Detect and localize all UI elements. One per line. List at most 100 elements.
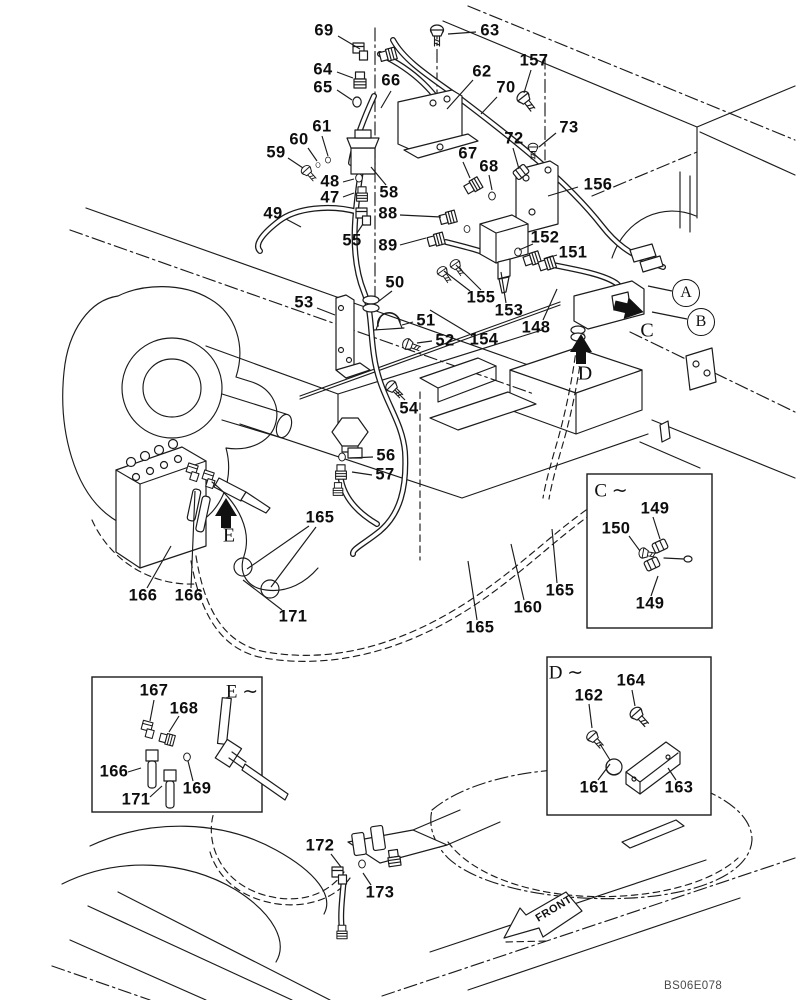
callout-54: 54 — [399, 399, 419, 418]
bottom-valve-assembly — [331, 809, 501, 940]
leader-line — [307, 147, 318, 162]
callout-72: 72 — [504, 129, 524, 148]
leader-line — [349, 456, 374, 459]
callout-167: 167 — [139, 681, 169, 700]
leader-line — [480, 96, 498, 115]
direction-arrow-E — [215, 498, 237, 528]
direction-arrow-D — [570, 334, 592, 364]
callout-157: 157 — [519, 51, 549, 70]
leader-line — [500, 271, 507, 304]
callout-64: 64 — [313, 60, 333, 79]
leader-line — [242, 579, 283, 611]
callout-153: 153 — [494, 301, 524, 320]
callout-171: 171 — [278, 607, 308, 626]
leader-line — [543, 254, 558, 260]
callout-88: 88 — [378, 204, 398, 223]
leader-line — [488, 174, 493, 191]
leader-line — [342, 192, 355, 198]
callout-165: 165 — [545, 581, 575, 600]
leader-line — [337, 35, 361, 50]
callout-50: 50 — [385, 273, 405, 292]
callout-70: 70 — [496, 78, 516, 97]
callout-89: 89 — [378, 236, 398, 255]
leader-line — [538, 132, 557, 148]
callout-63: 63 — [480, 21, 500, 40]
direction-arrow-letter-D: D — [577, 362, 593, 385]
callout-53: 53 — [294, 293, 314, 312]
callout-68: 68 — [479, 157, 499, 176]
leader-line — [455, 264, 482, 291]
leader-line — [362, 872, 372, 886]
leader-line — [651, 311, 688, 320]
callout-164: 164 — [616, 671, 646, 690]
leader-line — [542, 288, 558, 321]
leader-line — [510, 543, 525, 601]
leader-line — [667, 767, 677, 781]
leader-line — [370, 166, 387, 186]
callout-172: 172 — [305, 836, 335, 855]
callout-149: 149 — [635, 594, 665, 613]
leader-line — [146, 545, 172, 589]
leader-line — [462, 161, 471, 179]
leader-line — [518, 243, 534, 251]
leader-line — [149, 699, 155, 722]
leader-line — [351, 471, 373, 476]
callout-169: 169 — [182, 779, 212, 798]
leader-line — [330, 853, 342, 868]
hidden-hose-routes — [190, 333, 635, 662]
leader-line — [149, 785, 163, 798]
leader-line — [447, 31, 477, 35]
callout-166: 166 — [128, 586, 158, 605]
callout-165: 165 — [305, 508, 335, 527]
leader-line — [378, 290, 393, 302]
callout-156: 156 — [583, 175, 613, 194]
inset-boxes — [91, 473, 713, 816]
callout-47: 47 — [320, 188, 340, 207]
inset-title-1: D ∼ — [548, 662, 584, 684]
leader-line — [401, 321, 414, 326]
leader-line — [588, 703, 593, 729]
callout-56: 56 — [376, 446, 396, 465]
callout-48: 48 — [320, 172, 340, 191]
leader-line — [336, 89, 353, 101]
drawing-code: BS06E078 — [664, 980, 723, 992]
callout-171: 171 — [121, 790, 151, 809]
callout-151: 151 — [558, 243, 588, 262]
callout-59: 59 — [266, 143, 286, 162]
leader-line — [443, 270, 471, 292]
callout-168: 168 — [169, 699, 199, 718]
leader-line — [321, 135, 329, 157]
leader-line — [270, 526, 317, 588]
callout-166: 166 — [99, 762, 129, 781]
leader-line — [416, 340, 433, 344]
leader-line — [287, 157, 304, 169]
leader-line — [127, 767, 142, 773]
callout-61: 61 — [312, 117, 332, 136]
callout-52: 52 — [435, 331, 455, 350]
leader-line — [547, 186, 579, 197]
leader-line — [597, 763, 611, 781]
leader-line — [380, 90, 392, 109]
callout-160: 160 — [513, 598, 543, 617]
callout-65: 65 — [313, 78, 333, 97]
callout-66: 66 — [381, 71, 401, 90]
callout-73: 73 — [559, 118, 579, 137]
leader-line — [316, 307, 336, 316]
leader-line — [342, 178, 355, 183]
components — [298, 24, 664, 496]
leader-line — [631, 689, 636, 707]
leader-line — [336, 71, 354, 79]
callout-162: 162 — [574, 686, 604, 705]
leader-line — [446, 79, 474, 110]
leader-line — [168, 715, 180, 733]
callout-165: 165 — [465, 618, 495, 637]
leader-line — [246, 525, 310, 570]
leader-line — [647, 285, 673, 292]
callout-69: 69 — [314, 21, 334, 40]
view-ref-circle-B: B — [687, 308, 715, 336]
leader-line — [652, 516, 661, 540]
callout-58: 58 — [379, 183, 399, 202]
fuel-tank-and-undercarriage — [51, 768, 796, 1000]
